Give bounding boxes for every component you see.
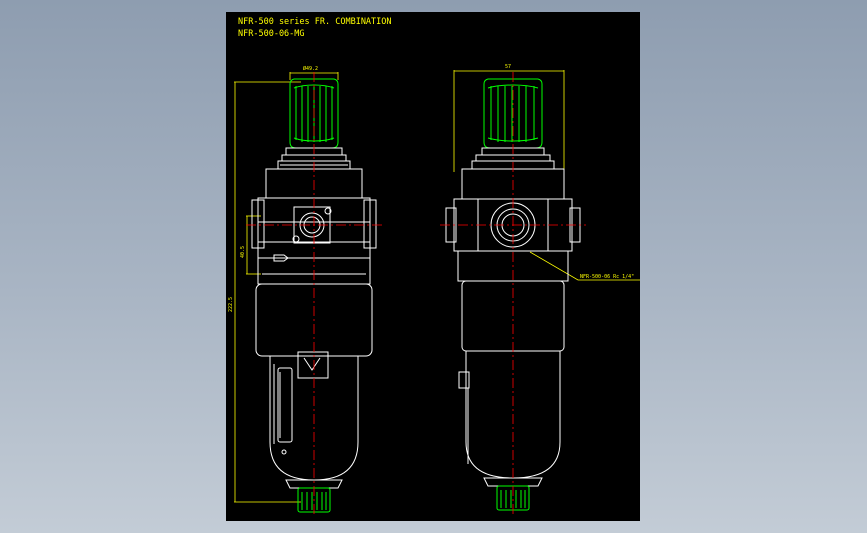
drawing-model: NFR-500-06-MG [238,29,305,39]
right-dimensions [453,70,640,281]
cad-drawing-canvas: NFR-500 series FR. COMBINATION NFR-500-0… [226,12,640,521]
side-view: 57 NFR-500-06 Rc 1/4" [440,64,640,516]
side-centerlines [440,72,586,516]
dim-port-height: 40.5 [240,246,246,258]
drawing-title: NFR-500 series FR. COMBINATION [238,17,392,27]
cad-drawing: NFR-500 series FR. COMBINATION NFR-500-0… [228,17,640,516]
port-callout: NFR-500-06 Rc 1/4" [580,274,634,280]
dim-body-width: 57 [505,64,511,70]
left-dimensions [234,72,339,503]
dim-total-height: 222.5 [228,297,234,312]
filter-bowl-side [458,351,561,487]
dim-knob-diameter: Ø49.2 [303,65,318,72]
front-centerlines [246,72,382,516]
front-view: Ø49.2 222.5 40.5 [228,65,382,516]
